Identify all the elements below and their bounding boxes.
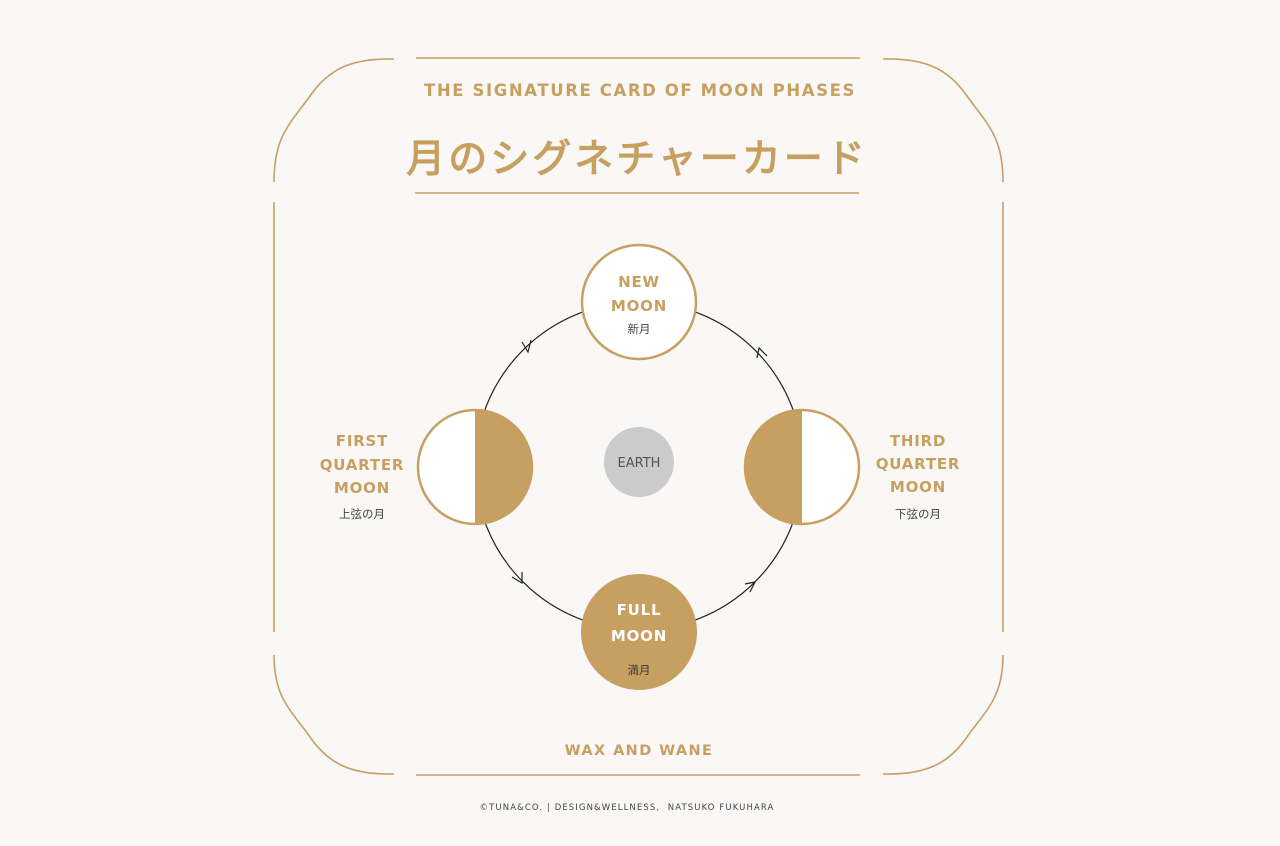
full-moon-disc: [581, 574, 697, 690]
full-moon-label-jp: 満月: [628, 663, 651, 677]
frame-corner-top-right: [882, 58, 1004, 183]
new-moon-label-line1: NEW: [618, 273, 660, 291]
earth-label: EARTH: [618, 456, 661, 471]
new-moon-disc: [580, 243, 698, 361]
footer-tagline: WAX AND WANE: [565, 743, 714, 759]
first-quarter-moon: FIRST QUARTER MOON 上弦の月: [320, 408, 534, 526]
new-moon-label-jp: 新月: [628, 322, 651, 336]
new-moon: NEW MOON 新月: [580, 243, 698, 361]
third-quarter-moon-lit-half: [745, 410, 802, 524]
full-moon-label-line1: FULL: [617, 601, 662, 619]
full-moon: FULL MOON 満月: [581, 574, 697, 690]
orbit-arrow-upper-right: [756, 346, 768, 359]
orbit-arrow-lower-right: [744, 581, 757, 593]
third-quarter-moon: THIRD QUARTER MOON 下弦の月: [743, 408, 961, 526]
earth: EARTH: [604, 427, 674, 497]
copyright: ©TUNA&CO. | DESIGN&WELLNESS, NATSUKO FUK…: [480, 803, 775, 813]
first-quarter-label-line1: FIRST: [336, 432, 388, 450]
title-en: THE SIGNATURE CARD OF MOON PHASES: [424, 81, 856, 100]
third-quarter-label-line3: MOON: [890, 478, 946, 496]
new-moon-label-line2: MOON: [611, 297, 667, 315]
frame-corner-bottom-left: [273, 654, 395, 775]
earth-disc: [604, 427, 674, 497]
first-quarter-label-line2: QUARTER: [320, 456, 405, 474]
full-moon-label-line2: MOON: [611, 627, 667, 645]
third-quarter-label-jp: 下弦の月: [895, 507, 941, 521]
frame-corner-bottom-right: [882, 654, 1004, 775]
third-quarter-label-line2: QUARTER: [876, 455, 961, 473]
orbit-arrow-lower-left: [511, 572, 523, 585]
first-quarter-label-jp: 上弦の月: [339, 507, 385, 521]
first-quarter-moon-outline: [416, 408, 534, 526]
first-quarter-moon-lit-half: [475, 410, 532, 524]
orbit-arrow-upper-left: [521, 339, 532, 354]
third-quarter-label-line1: THIRD: [890, 432, 946, 450]
title-jp: 月のシグネチャーカード: [406, 137, 868, 182]
third-quarter-moon-outline: [743, 408, 861, 526]
card-frame: [273, 57, 1004, 776]
first-quarter-label-line3: MOON: [334, 479, 390, 497]
frame-corner-top-left: [273, 58, 395, 183]
